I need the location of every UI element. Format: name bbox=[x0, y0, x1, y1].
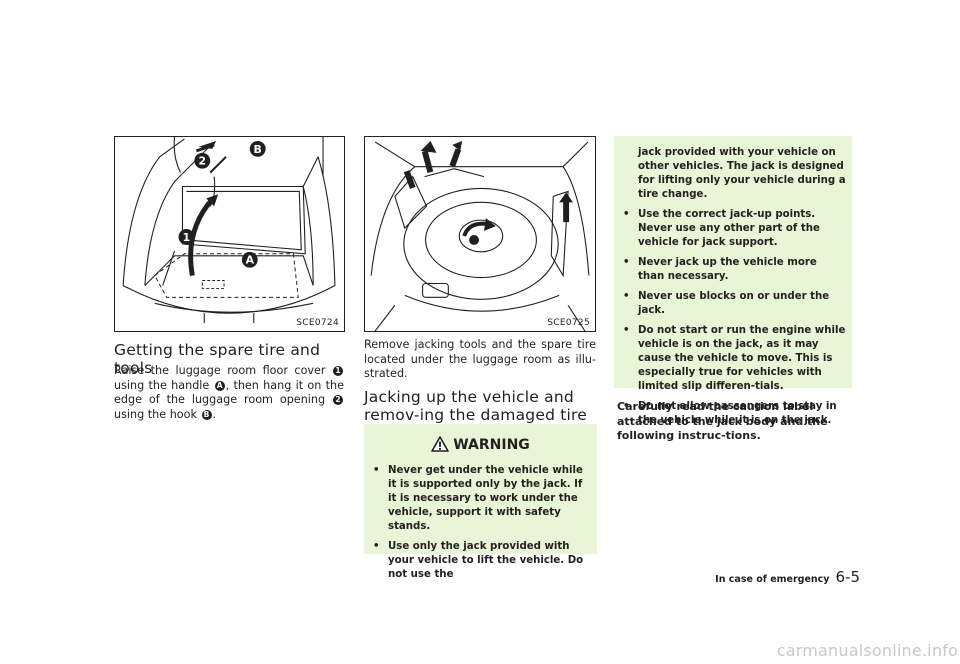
bullet: • bbox=[373, 465, 380, 476]
footer-section: In case of emergency bbox=[715, 574, 830, 585]
text-segment: using the handle bbox=[114, 378, 210, 392]
warning-list-continued: jack provided with your vehicle on other… bbox=[622, 146, 846, 434]
warning-item-text: Do not start or run the engine while veh… bbox=[638, 325, 846, 392]
warning-item-text: Use only the jack provided with your veh… bbox=[388, 541, 584, 580]
warning-title-text: WARNING bbox=[453, 437, 530, 453]
warning-item: • Never use blocks on or under the jack. bbox=[622, 290, 846, 318]
warning-box-continued: jack provided with your vehicle on other… bbox=[614, 136, 852, 426]
section-intro-remove-tools: Remove jacking tools and the spare tire … bbox=[364, 338, 596, 380]
caution-label-text: Carefully read the caution label attache… bbox=[617, 400, 828, 442]
bullet: • bbox=[373, 541, 380, 552]
callout-2-marker: 2 bbox=[194, 152, 211, 169]
warning-title: WARNING bbox=[364, 436, 597, 453]
callout-1-label: 1 bbox=[183, 231, 191, 244]
warning-box: WARNING • Never get under the vehicle whi… bbox=[364, 424, 597, 580]
page-number: 6-5 bbox=[835, 568, 861, 586]
section-heading-spare-tire: Getting the spare tire and tools bbox=[114, 341, 321, 377]
callout-2-label: 2 bbox=[198, 155, 206, 168]
warning-item-continuation: jack provided with your vehicle on other… bbox=[622, 146, 846, 202]
warning-item-text: Never use blocks on or under the jack. bbox=[638, 291, 830, 316]
callout-1-marker: 1 bbox=[178, 229, 195, 245]
warning-item-text: Use the correct jack-up points. Never us… bbox=[638, 209, 820, 248]
warning-item-text: Do not allow passengers to stay in the v… bbox=[638, 401, 837, 426]
warning-item-text: Never get under the vehicle while it is … bbox=[388, 465, 583, 532]
marker-a: A bbox=[214, 380, 225, 391]
bullet: • bbox=[623, 401, 630, 412]
warning-item: • Do not allow passengers to stay in the … bbox=[622, 400, 846, 428]
warning-item: • Do not start or run the engine while ve… bbox=[622, 324, 846, 394]
bullet: • bbox=[623, 209, 630, 220]
marker-2: 2 bbox=[333, 395, 344, 405]
figure-id: SCE0724 bbox=[296, 318, 339, 328]
spare-tire-illustration bbox=[370, 140, 590, 331]
luggage-room-illustration: 1 2 A B bbox=[122, 137, 336, 324]
warning-item: • Use the correct jack-up points. Never u… bbox=[622, 208, 846, 250]
bullet: • bbox=[623, 257, 630, 268]
warning-item-text: jack provided with your vehicle on other… bbox=[638, 147, 846, 200]
bullet: • bbox=[623, 291, 630, 302]
text-segment: Raise the luggage room floor cover bbox=[114, 364, 326, 377]
warning-item: • Never jack up the vehicle more than nec… bbox=[622, 256, 846, 284]
figure-luggage-floor-cover: 1 2 A B SCE0724 bbox=[114, 136, 345, 332]
bullet: • bbox=[623, 325, 630, 336]
marker-1: 1 bbox=[333, 366, 343, 376]
text-segment: , then hang it on the edge of the luggag… bbox=[114, 378, 344, 407]
warning-triangle-icon bbox=[431, 436, 450, 452]
warning-item-text: Never jack up the vehicle more than nece… bbox=[638, 257, 817, 282]
warning-item: • Use only the jack provided with your ve… bbox=[372, 540, 590, 582]
callout-a-marker: A bbox=[241, 251, 258, 268]
text-segment: using the hook bbox=[114, 407, 197, 421]
marker-b: B bbox=[201, 409, 212, 420]
callout-b-marker: B bbox=[249, 140, 266, 157]
section-heading-jacking: Jacking up the vehicle and remov-ing the… bbox=[364, 388, 587, 424]
warning-item: • Never get under the vehicle while it is… bbox=[372, 464, 590, 534]
section-body-spare-tire: Raise the luggage room floor cover 1 usi… bbox=[114, 364, 344, 422]
watermark: carmanualsonline.info bbox=[776, 641, 958, 660]
figure-spare-tire: SCE0725 bbox=[364, 136, 596, 332]
callout-a-label: A bbox=[246, 254, 255, 267]
figure-id: SCE0725 bbox=[547, 318, 590, 328]
page-footer: In case of emergency 6-5 bbox=[680, 567, 860, 586]
text-segment: . bbox=[212, 407, 217, 421]
warning-list: • Never get under the vehicle while it is… bbox=[372, 464, 590, 588]
callout-b-label: B bbox=[254, 143, 262, 156]
